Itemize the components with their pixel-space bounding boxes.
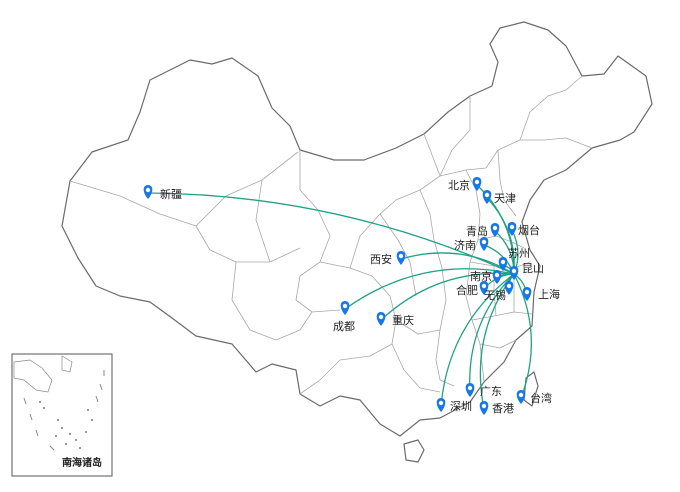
- country-outline: [61, 21, 653, 437]
- city-marker[interactable]: 香港: [479, 401, 514, 415]
- city-marker[interactable]: 青岛: [466, 223, 500, 238]
- city-label: 合肥: [456, 283, 478, 297]
- pin-center: [509, 224, 515, 230]
- city-marker[interactable]: 深圳: [436, 398, 472, 413]
- pin-center: [481, 283, 487, 289]
- city-label: 苏州: [508, 247, 530, 260]
- city-label: 成都: [333, 320, 355, 333]
- pin-center: [484, 192, 490, 198]
- pin-center: [378, 314, 384, 320]
- city-label: 烟台: [518, 223, 540, 237]
- pin-center: [506, 283, 512, 289]
- city-label: 深圳: [450, 400, 472, 413]
- city-marker[interactable]: 台湾: [516, 390, 552, 405]
- city-marker[interactable]: 无锡: [484, 281, 514, 302]
- inset-label: 南海诸岛: [62, 456, 102, 469]
- pin-center: [398, 253, 404, 259]
- province-lines: [69, 75, 593, 395]
- city-marker[interactable]: 西安: [370, 251, 406, 266]
- hainan-island: [403, 439, 425, 463]
- route-line: [469, 273, 515, 392]
- pin-center: [481, 403, 487, 409]
- city-marker[interactable]: 烟台: [507, 222, 540, 237]
- pin-center: [494, 272, 500, 278]
- city-label: 台湾: [530, 391, 552, 405]
- pin-center: [467, 385, 473, 391]
- route-line: [440, 273, 515, 407]
- pin-center: [511, 268, 517, 274]
- city-marker[interactable]: 上海: [522, 287, 560, 301]
- city-label: 西安: [370, 252, 392, 266]
- city-marker[interactable]: 苏州: [498, 247, 530, 271]
- city-label: 香港: [492, 402, 514, 415]
- pin-center: [481, 239, 487, 245]
- city-label: 昆山: [522, 262, 544, 275]
- route-line: [513, 273, 533, 399]
- route-line: [147, 192, 515, 275]
- south-china-sea-inset: 南海诸岛: [11, 353, 113, 477]
- city-marker[interactable]: 南京: [470, 269, 502, 284]
- city-label: 广东: [480, 385, 502, 398]
- city-label: 重庆: [392, 313, 414, 327]
- city-marker[interactable]: 天津: [482, 190, 516, 205]
- city-marker[interactable]: 北京: [448, 177, 482, 192]
- pin-center: [342, 303, 348, 309]
- city-marker[interactable]: 新疆: [143, 185, 182, 201]
- city-label: 新疆: [160, 187, 182, 201]
- city-label: 青岛: [466, 224, 488, 238]
- pin-center: [500, 259, 506, 265]
- route-line: [486, 197, 515, 275]
- city-label: 北京: [448, 178, 470, 192]
- pin-center: [145, 187, 151, 193]
- city-label: 无锡: [484, 288, 506, 302]
- city-marker[interactable]: 合肥: [456, 281, 489, 297]
- route-line: [344, 268, 515, 310]
- city-marker[interactable]: 重庆: [376, 312, 414, 327]
- city-marker[interactable]: 成都: [333, 301, 355, 333]
- pin-center: [438, 400, 444, 406]
- city-marker[interactable]: 济南: [454, 237, 489, 252]
- city-label: 上海: [538, 287, 560, 301]
- city-marker[interactable]: 昆山: [509, 262, 544, 280]
- pin-center: [492, 225, 498, 231]
- pin-center: [524, 289, 530, 295]
- pin-center: [518, 392, 524, 398]
- route-line: [479, 273, 515, 410]
- city-label: 济南: [454, 238, 476, 252]
- pin-center: [474, 179, 480, 185]
- city-label: 天津: [494, 192, 516, 205]
- city-markers: 新疆 北京天津青岛 烟台济南苏州 西安南京 昆山合肥无锡 上海成都 重庆广东深圳 香港 台湾: [143, 177, 560, 415]
- city-label: 南京: [470, 269, 492, 283]
- city-marker[interactable]: 广东: [465, 383, 502, 398]
